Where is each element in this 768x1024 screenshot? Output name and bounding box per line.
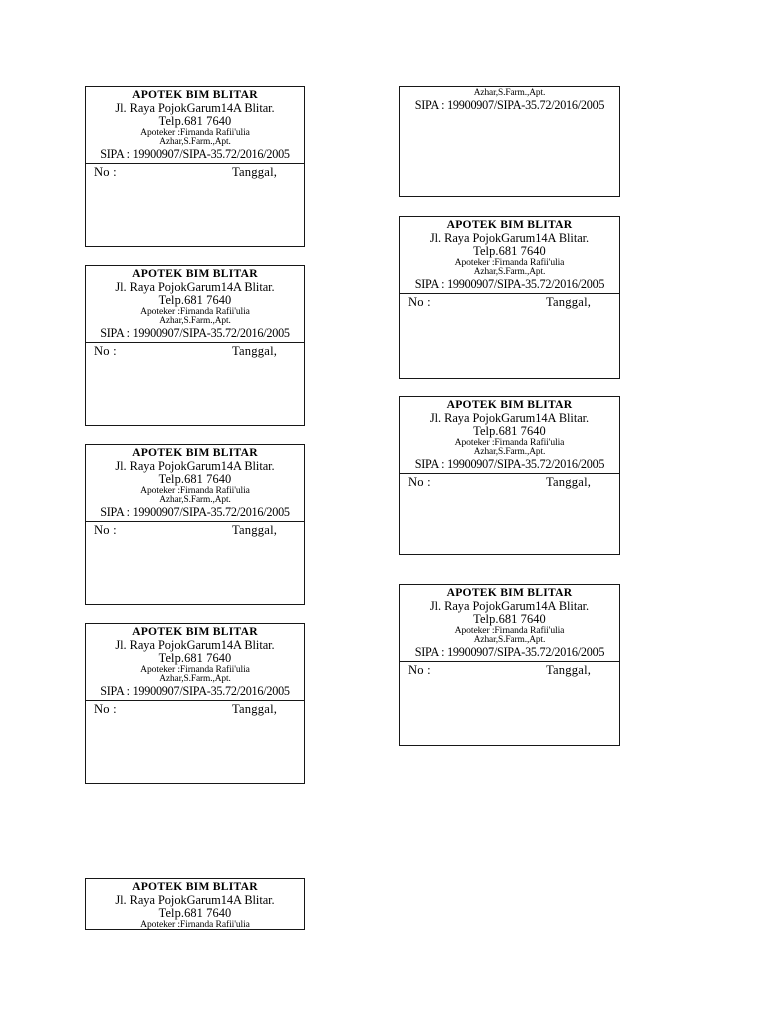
pharmacy-phone: Telp.681 7640	[158, 292, 232, 307]
pharmacist-name: Apoteker :Firnanda Rafii'ulia	[140, 485, 250, 497]
field-label-no: No :	[94, 702, 117, 717]
field-label-tanggal: Tanggal,	[232, 344, 278, 359]
pharmacist-degree: Azhar,S.Farm.,Apt.	[473, 88, 546, 98]
pharmacist-name: Apoteker :Firnanda Rafii'ulia	[140, 127, 250, 139]
pharmacist-sipa: SIPA : 19900907/SIPA-35.72/2016/2005	[414, 277, 605, 292]
field-label-no: No :	[94, 523, 117, 538]
pharmacy-name: APOTEK BIM BLITAR	[132, 88, 258, 101]
label-writing-body: No : Tanggal,	[400, 474, 619, 554]
pharmacy-name: APOTEK BIM BLITAR	[132, 267, 258, 280]
label-writing-body: No : Tanggal,	[86, 343, 304, 425]
label-header: Azhar,S.Farm.,Apt.SIPA : 19900907/SIPA-3…	[400, 87, 619, 114]
pharmacy-address: Jl. Raya PojokGarum14A Blitar.	[429, 230, 590, 245]
label-writing-body: No : Tanggal,	[400, 662, 619, 745]
label-writing-body: No : Tanggal,	[400, 294, 619, 378]
pharmacist-sipa: SIPA : 19900907/SIPA-35.72/2016/2005	[100, 684, 290, 699]
pharmacist-degree: Azhar,S.Farm.,Apt.	[159, 674, 231, 685]
label-field-row: No : Tanggal,	[400, 294, 619, 313]
pharmacist-degree: Azhar,S.Farm.,Apt.	[159, 316, 231, 327]
pharmacy-name: APOTEK BIM BLITAR	[446, 398, 573, 411]
field-label-no: No :	[94, 344, 117, 359]
pharmacy-address: Jl. Raya PojokGarum14A Blitar.	[429, 598, 590, 613]
pharmacist-name: Apoteker :Firnanda Rafii'ulia	[454, 437, 565, 449]
pharmacist-name: Apoteker :Firnanda Rafii'ulia	[454, 257, 565, 269]
field-label-no: No :	[408, 475, 431, 490]
pharmacy-phone: Telp.681 7640	[473, 243, 546, 258]
field-label-tanggal: Tanggal,	[546, 663, 592, 678]
field-label-no: No :	[408, 295, 431, 310]
label-field-row: No : Tanggal,	[86, 343, 304, 362]
pharmacist-name: Apoteker :Firnanda Rafii'ulia	[454, 625, 565, 637]
field-label-tanggal: Tanggal,	[232, 702, 278, 717]
pharmacy-name: APOTEK BIM BLITAR	[132, 880, 258, 893]
pharmacy-address: Jl. Raya PojokGarum14A Blitar.	[115, 637, 275, 652]
pharmacy-address: Jl. Raya PojokGarum14A Blitar.	[429, 410, 590, 425]
pharmacy-phone: Telp.681 7640	[473, 611, 546, 626]
pharmacist-sipa: SIPA : 19900907/SIPA-35.72/2016/2005	[100, 147, 290, 162]
field-label-tanggal: Tanggal,	[232, 165, 278, 180]
label-writing-body: No : Tanggal,	[86, 522, 304, 604]
label-field-row: No : Tanggal,	[400, 662, 619, 681]
label-writing-body: No : Tanggal,	[86, 164, 304, 246]
field-label-tanggal: Tanggal,	[546, 295, 592, 310]
pharmacist-degree: Azhar,S.Farm.,Apt.	[159, 495, 231, 506]
pharmacist-degree: Azhar,S.Farm.,Apt.	[473, 267, 546, 278]
label-field-row: No : Tanggal,	[86, 164, 304, 183]
pharmacist-degree: Azhar,S.Farm.,Apt.	[473, 447, 546, 458]
pharmacy-name: APOTEK BIM BLITAR	[446, 586, 573, 599]
pharmacy-name: APOTEK BIM BLITAR	[132, 446, 258, 459]
pharmacist-sipa: SIPA : 19900907/SIPA-35.72/2016/2005	[100, 326, 290, 341]
pharmacist-degree: Azhar,S.Farm.,Apt.	[159, 137, 231, 148]
pharmacy-phone: Telp.681 7640	[158, 905, 232, 920]
pharmacy-name: APOTEK BIM BLITAR	[132, 625, 258, 638]
pharmacy-phone: Telp.681 7640	[473, 423, 546, 438]
label-field-row: No : Tanggal,	[86, 522, 304, 541]
field-label-tanggal: Tanggal,	[546, 475, 592, 490]
pharmacist-degree: Azhar,S.Farm.,Apt.	[473, 635, 546, 646]
label-field-row: No : Tanggal,	[86, 701, 304, 720]
pharmacy-address: Jl. Raya PojokGarum14A Blitar.	[115, 279, 275, 294]
field-label-tanggal: Tanggal,	[232, 523, 278, 538]
field-label-no: No :	[94, 165, 117, 180]
pharmacist-name: Apoteker :Firnanda Rafii'ulia	[140, 306, 250, 318]
pharmacy-address: Jl. Raya PojokGarum14A Blitar.	[115, 892, 275, 907]
label-writing-body: No : Tanggal,	[86, 701, 304, 783]
pharmacist-sipa: SIPA : 19900907/SIPA-35.72/2016/2005	[414, 645, 605, 660]
pharmacist-sipa: SIPA : 19900907/SIPA-35.72/2016/2005	[100, 505, 290, 520]
pharmacy-phone: Telp.681 7640	[158, 113, 232, 128]
pharmacy-address: Jl. Raya PojokGarum14A Blitar.	[115, 458, 275, 473]
pharmacist-name: Apoteker :Firnanda Rafii'ulia	[140, 664, 250, 676]
pharmacist-sipa: SIPA : 19900907/SIPA-35.72/2016/2005	[414, 457, 605, 472]
prescription-label-card: Azhar,S.Farm.,Apt.SIPA : 19900907/SIPA-3…	[399, 86, 620, 197]
pharmacy-name: APOTEK BIM BLITAR	[446, 218, 573, 231]
pharmacy-phone: Telp.681 7640	[158, 650, 232, 665]
pharmacy-phone: Telp.681 7640	[158, 471, 232, 486]
pharmacist-sipa: SIPA : 19900907/SIPA-35.72/2016/2005	[414, 97, 605, 112]
field-label-no: No :	[408, 663, 431, 678]
pharmacy-address: Jl. Raya PojokGarum14A Blitar.	[115, 100, 275, 115]
pharmacist-name: Apoteker :Firnanda Rafii'ulia	[140, 919, 250, 930]
label-field-row: No : Tanggal,	[400, 474, 619, 493]
